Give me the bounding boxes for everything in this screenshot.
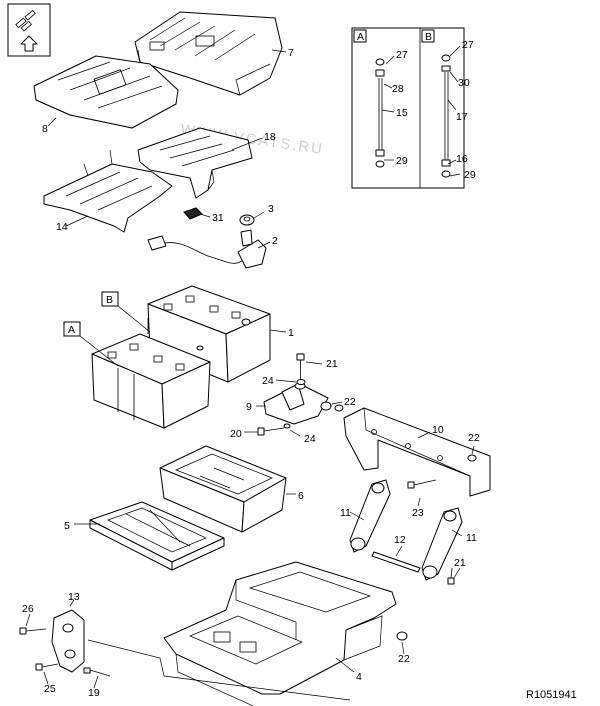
label-24-lower: 24 bbox=[304, 433, 316, 445]
label-16: 16 bbox=[456, 153, 468, 165]
part-9-mount bbox=[263, 382, 332, 425]
part-7-cover bbox=[134, 11, 283, 96]
label-b-callout: B bbox=[106, 294, 113, 306]
label-11-left: 11 bbox=[340, 507, 351, 519]
label-12: 12 bbox=[394, 534, 406, 546]
label-22-mid: 22 bbox=[468, 432, 480, 444]
label-22-lower: 22 bbox=[398, 653, 410, 665]
part-2-cable bbox=[147, 229, 267, 269]
part-21-bolt-upper bbox=[296, 353, 305, 380]
part-22-nut-lower bbox=[396, 631, 408, 641]
label-a-callout: A bbox=[68, 324, 75, 336]
leader-lines bbox=[25, 45, 475, 701]
part-11-link-left bbox=[349, 479, 391, 553]
label-29-b: 29 bbox=[464, 169, 476, 181]
label-14: 14 bbox=[56, 221, 68, 233]
label-31: 31 bbox=[212, 212, 224, 224]
part-13-bracket bbox=[51, 609, 85, 673]
label-10: 10 bbox=[432, 424, 444, 436]
label-20: 20 bbox=[230, 428, 242, 440]
part-18-bracket bbox=[137, 127, 253, 199]
part-12-rod bbox=[371, 551, 421, 573]
part-24-washer-upper bbox=[296, 379, 306, 385]
label-24-upper: 24 bbox=[262, 375, 274, 387]
part-4-carrier bbox=[163, 561, 397, 706]
label-8: 8 bbox=[42, 123, 48, 135]
part-5-tray bbox=[89, 501, 225, 571]
label-19: 19 bbox=[88, 687, 100, 699]
part-25-bolt bbox=[35, 663, 59, 671]
part-22-nut-upper bbox=[334, 404, 344, 412]
part-battery-front bbox=[91, 318, 211, 429]
part-19-bolt bbox=[83, 667, 111, 677]
label-6: 6 bbox=[298, 490, 304, 502]
label-1: 1 bbox=[288, 327, 294, 339]
part-3-nut bbox=[239, 214, 255, 226]
drawing-number: R1051941 bbox=[526, 689, 577, 701]
label-b-box: B bbox=[425, 31, 432, 43]
part-10-crossmember bbox=[343, 407, 491, 497]
label-28: 28 bbox=[392, 83, 404, 95]
label-a-box: A bbox=[357, 31, 364, 43]
label-18: 18 bbox=[264, 131, 276, 143]
part-21-bolt-lower bbox=[447, 567, 455, 585]
part-31-clip bbox=[183, 207, 203, 220]
part-22-nut-mid bbox=[467, 454, 477, 462]
label-22-upper: 22 bbox=[344, 396, 356, 408]
label-4: 4 bbox=[356, 671, 362, 683]
label-11-right: 11 bbox=[466, 532, 477, 544]
label-15: 15 bbox=[396, 107, 408, 119]
part-11-link-right bbox=[421, 507, 463, 581]
label-13: 13 bbox=[68, 591, 80, 603]
part-8-cushion bbox=[33, 55, 179, 129]
callout-box-b bbox=[101, 291, 119, 307]
part-23-bolt bbox=[407, 479, 437, 489]
callout-box-a bbox=[63, 321, 81, 337]
orientation-icon bbox=[7, 3, 51, 57]
label-26: 26 bbox=[22, 603, 34, 615]
part-6-battery-box bbox=[159, 445, 287, 533]
part-20-bolt bbox=[257, 427, 285, 436]
label-25: 25 bbox=[44, 683, 56, 695]
label-21-upper: 21 bbox=[326, 358, 338, 370]
part-14-bracket bbox=[43, 149, 173, 233]
label-2: 2 bbox=[272, 235, 278, 247]
label-17: 17 bbox=[456, 111, 468, 123]
label-29-a: 29 bbox=[396, 155, 408, 167]
part-labels: 7 8 18 14 31 3 2 1 21 24 22 9 20 24 10 2… bbox=[22, 31, 577, 701]
label-7: 7 bbox=[288, 47, 294, 59]
label-27-a: 27 bbox=[396, 49, 408, 61]
label-30: 30 bbox=[458, 77, 470, 89]
label-5: 5 bbox=[64, 520, 70, 532]
label-27-b: 27 bbox=[462, 39, 474, 51]
label-9: 9 bbox=[246, 401, 252, 413]
detail-box-ab bbox=[351, 27, 465, 189]
part-24-washer-lower bbox=[283, 423, 291, 429]
part-26-bolt bbox=[19, 627, 47, 635]
label-23: 23 bbox=[412, 507, 424, 519]
label-3: 3 bbox=[268, 203, 274, 215]
label-21-lower: 21 bbox=[454, 557, 466, 569]
